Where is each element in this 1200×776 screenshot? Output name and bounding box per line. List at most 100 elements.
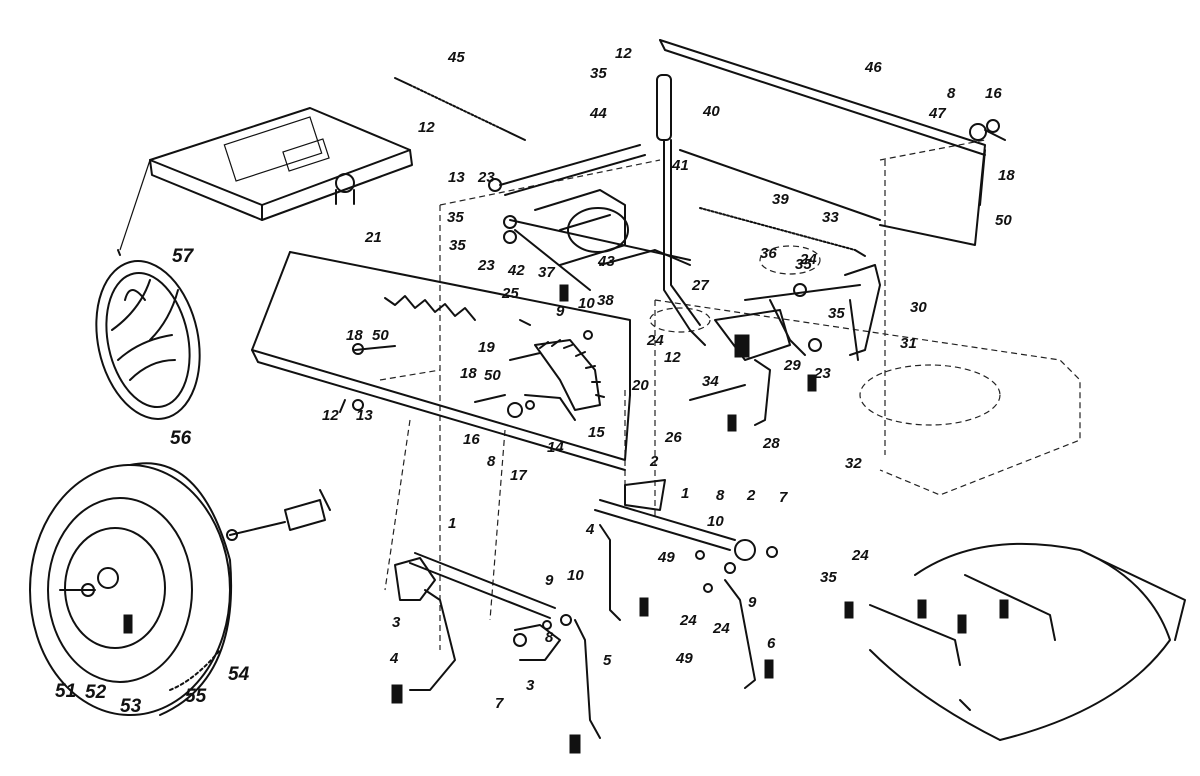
- label-38: 38: [597, 292, 614, 309]
- label-5: 5: [603, 652, 612, 669]
- label-23: 23: [477, 169, 495, 186]
- label-56: 56: [170, 428, 192, 449]
- label-53: 53: [120, 696, 142, 717]
- label-4: 4: [585, 521, 595, 538]
- label-19: 19: [478, 339, 495, 356]
- top-mounting-plate: [117, 107, 413, 256]
- label-24: 24: [646, 332, 664, 349]
- label-12: 12: [322, 407, 339, 424]
- label-2: 2: [649, 453, 659, 470]
- label-34: 34: [702, 373, 719, 390]
- label-45: 45: [447, 49, 465, 66]
- label-12: 12: [664, 349, 681, 366]
- lever-40-41: [656, 74, 706, 346]
- label-35: 35: [828, 305, 845, 322]
- label-39: 39: [772, 191, 789, 208]
- label-35: 35: [590, 65, 607, 82]
- rear-wheel: [29, 462, 233, 716]
- label-16: 16: [463, 431, 480, 448]
- label-35: 35: [447, 209, 464, 226]
- label-51: 51: [55, 681, 76, 702]
- label-32: 32: [845, 455, 862, 472]
- axle-bolt: [226, 489, 331, 541]
- label-23: 23: [813, 365, 831, 382]
- lower-right-linkage: [594, 479, 778, 689]
- mower-deck: [844, 542, 1186, 741]
- right-linkage: [689, 264, 881, 432]
- hardware-bolts: [339, 284, 593, 418]
- label-44: 44: [589, 105, 607, 122]
- spring-45: [394, 77, 526, 141]
- label-4: 4: [389, 650, 399, 667]
- label-14: 14: [547, 439, 564, 456]
- label-7: 7: [779, 489, 788, 506]
- label-24: 24: [679, 612, 697, 629]
- label-35: 35: [795, 256, 812, 273]
- label-50: 50: [995, 212, 1012, 229]
- label-10: 10: [567, 567, 584, 584]
- label-24: 24: [851, 547, 869, 564]
- label-12: 12: [418, 119, 435, 136]
- label-29: 29: [783, 357, 801, 374]
- label-7: 7: [495, 695, 504, 712]
- label-54: 54: [228, 664, 250, 685]
- label-12: 12: [615, 45, 632, 62]
- label-47: 47: [928, 105, 946, 122]
- label-6: 6: [767, 635, 776, 652]
- label-33: 33: [822, 209, 839, 226]
- label-49: 49: [675, 650, 693, 667]
- label-36: 36: [760, 245, 777, 262]
- label-49: 49: [657, 549, 675, 566]
- label-55: 55: [185, 686, 207, 707]
- label-10: 10: [707, 513, 724, 530]
- label-9: 9: [748, 594, 757, 611]
- quadrant-20: [524, 339, 605, 421]
- label-13: 13: [356, 407, 373, 424]
- label-13: 13: [448, 169, 465, 186]
- label-8: 8: [487, 453, 496, 470]
- label-10: 10: [578, 295, 595, 312]
- label-40: 40: [702, 103, 720, 120]
- label-1: 1: [681, 485, 689, 502]
- label-25: 25: [501, 285, 519, 302]
- label-26: 26: [664, 429, 682, 446]
- label-18: 18: [998, 167, 1015, 184]
- lower-left-linkage: [391, 552, 601, 754]
- label-27: 27: [691, 277, 709, 294]
- label-8: 8: [545, 629, 554, 646]
- label-28: 28: [762, 435, 780, 452]
- label-2: 2: [746, 487, 756, 504]
- rod-44-assembly: [488, 144, 691, 291]
- label-57: 57: [172, 246, 195, 267]
- label-1: 1: [448, 515, 456, 532]
- label-50: 50: [484, 367, 501, 384]
- part-number-labels: 45 12 35 40 46 8 16 47 18 50 44 12 41 13…: [55, 45, 1015, 717]
- label-15: 15: [588, 424, 605, 441]
- panel-46: [659, 39, 1006, 246]
- label-23: 23: [477, 257, 495, 274]
- label-18: 18: [460, 365, 477, 382]
- label-30: 30: [910, 299, 927, 316]
- label-8: 8: [716, 487, 725, 504]
- label-50: 50: [372, 327, 389, 344]
- label-37: 37: [538, 264, 555, 281]
- label-16: 16: [985, 85, 1002, 102]
- label-52: 52: [85, 682, 107, 703]
- bracket-21: [251, 251, 631, 471]
- label-8: 8: [947, 85, 956, 102]
- label-18: 18: [346, 327, 363, 344]
- label-31: 31: [900, 335, 917, 352]
- label-3: 3: [392, 614, 401, 631]
- wheel-cover-56-57: [95, 260, 201, 420]
- label-42: 42: [507, 262, 525, 279]
- label-43: 43: [597, 253, 615, 270]
- label-24: 24: [712, 620, 730, 637]
- label-3: 3: [526, 677, 535, 694]
- label-9: 9: [556, 303, 565, 320]
- label-9: 9: [545, 572, 554, 589]
- label-24: 24: [799, 251, 817, 268]
- label-35: 35: [449, 237, 466, 254]
- spring-39: [699, 207, 866, 257]
- label-41: 41: [671, 157, 689, 174]
